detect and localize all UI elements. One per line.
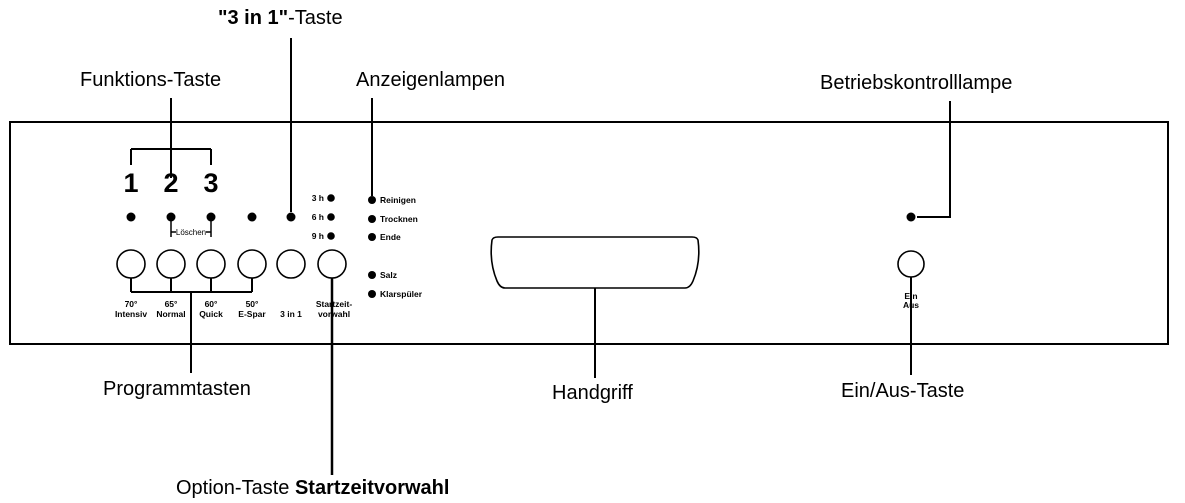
- status-lamp-ende: [368, 233, 376, 241]
- callout-power-key: Ein/Aus-Taste: [841, 380, 965, 402]
- callout-operating-lamp: Betriebskontrolllampe: [820, 72, 1013, 94]
- program-button-quick[interactable]: [196, 249, 226, 279]
- indicator-dot-normal: [166, 212, 176, 222]
- loeschen-label: Löschen: [176, 228, 206, 237]
- start-delay-label-line1: Startzeit-: [316, 299, 353, 309]
- program-button-intensiv[interactable]: [116, 249, 146, 279]
- timer-dot-9h: [327, 232, 335, 240]
- indicator-dot-3in1: [286, 212, 296, 222]
- program-temp-normal: 65°: [165, 299, 178, 309]
- program-button-espar[interactable]: [237, 249, 267, 279]
- callout-start-delay-option: Option-Taste Startzeitvorwahl: [176, 478, 449, 498]
- status-label-ende: Ende: [380, 232, 401, 242]
- function-number-1: 1: [123, 168, 138, 198]
- supply-label-salz: Salz: [380, 270, 397, 280]
- power-button[interactable]: [897, 250, 925, 278]
- control-panel-frame: [9, 121, 1169, 345]
- callout-3in1-key-rest: -Taste: [288, 7, 343, 29]
- callout-3in1-key-bold: "3 in 1": [218, 7, 289, 29]
- leader-line-operating-lamp: [917, 101, 951, 218]
- indicator-dot-quick: [206, 212, 216, 222]
- start-delay-button[interactable]: [317, 249, 347, 279]
- timer-label-3h: 3 h: [312, 193, 324, 203]
- program-temp-espar: 50°: [246, 299, 259, 309]
- indicator-dot-espar: [247, 212, 257, 222]
- start-delay-label-line2: vorwahl: [318, 309, 350, 319]
- supply-lamp-salz: [368, 271, 376, 279]
- timer-dot-6h: [327, 213, 335, 221]
- program-temp-quick: 60°: [205, 299, 218, 309]
- callout-handle: Handgriff: [552, 382, 633, 404]
- program-temp-intensiv: 70°: [125, 299, 138, 309]
- timer-label-9h: 9 h: [312, 231, 324, 241]
- program-name-espar: E-Spar: [238, 309, 266, 319]
- program-name-normal: Normal: [156, 309, 185, 319]
- callout-function-key: Funktions-Taste: [80, 69, 222, 91]
- callout-start-delay-bold: Startzeitvorwahl: [294, 477, 450, 499]
- loeschen-bracket: [170, 220, 212, 237]
- function-number-2: 2: [163, 168, 178, 198]
- callout-start-delay-prefix: Option-Taste: [176, 477, 295, 499]
- status-lamp-reinigen: [368, 196, 376, 204]
- three-in-one-button-label: 3 in 1: [280, 309, 302, 319]
- timer-dot-3h: [327, 194, 335, 202]
- callout-3in1-key: "3 in 1"-Taste: [218, 8, 343, 28]
- status-label-reinigen: Reinigen: [380, 195, 416, 205]
- status-lamp-trocknen: [368, 215, 376, 223]
- operating-indicator-lamp: [906, 212, 916, 222]
- status-label-trocknen: Trocknen: [380, 214, 418, 224]
- program-button-normal[interactable]: [156, 249, 186, 279]
- handle-shape[interactable]: [490, 236, 700, 289]
- callout-indicator-lamps: Anzeigenlampen: [356, 69, 505, 91]
- program-buttons-bracket: [130, 278, 253, 293]
- three-in-one-button[interactable]: [276, 249, 306, 279]
- program-name-intensiv: Intensiv: [115, 309, 147, 319]
- function-number-3: 3: [203, 168, 218, 198]
- program-name-quick: Quick: [199, 309, 223, 319]
- timer-label-6h: 6 h: [312, 212, 324, 222]
- supply-label-klarspueler: Klarspüler: [380, 289, 423, 299]
- callout-program-keys: Programmtasten: [103, 378, 251, 400]
- supply-lamp-klarspueler: [368, 290, 376, 298]
- indicator-dot-intensiv: [126, 212, 136, 222]
